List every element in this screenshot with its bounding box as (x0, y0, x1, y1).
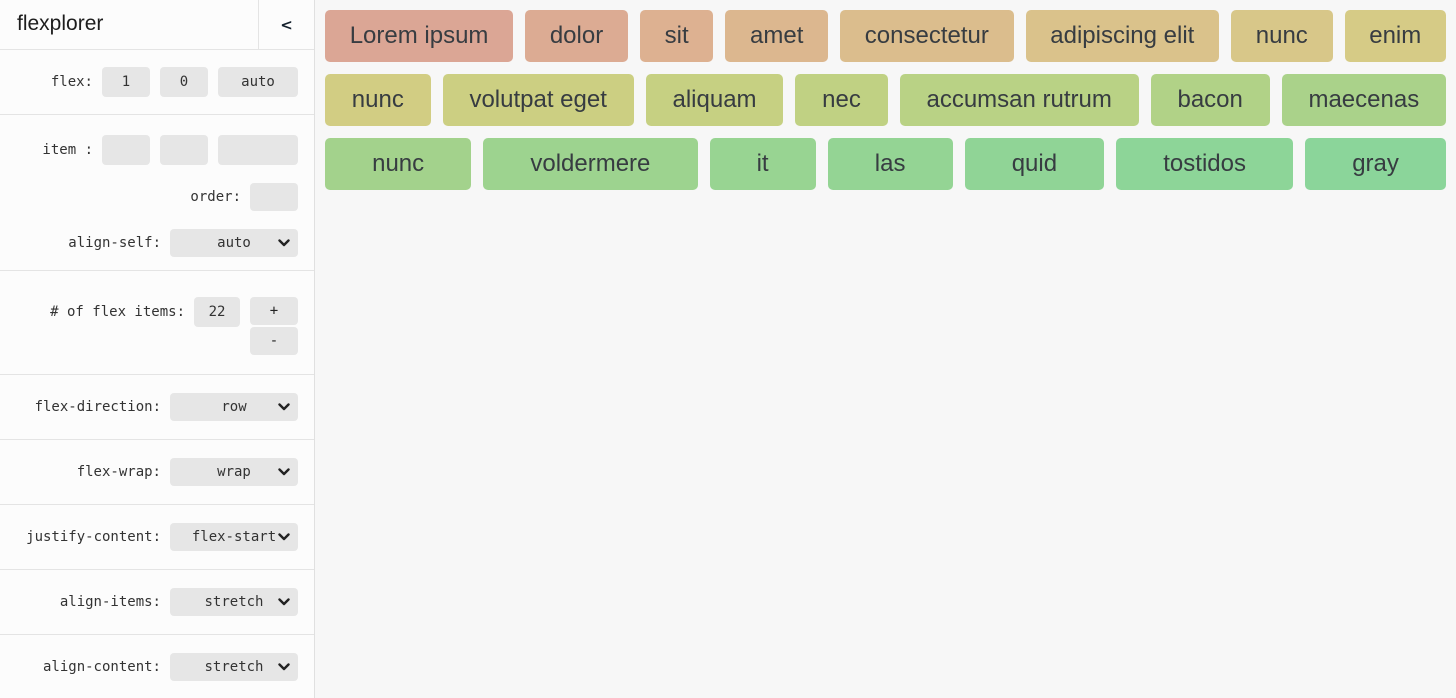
flex-item[interactable]: amet (725, 10, 829, 62)
align-content-value: stretch (204, 659, 264, 675)
flex-item[interactable]: dolor (525, 10, 628, 62)
item-count-label: # of flex items: (50, 304, 185, 320)
flex-item[interactable]: quid (964, 138, 1105, 190)
sidebar-header: flexplorer < (0, 0, 314, 50)
chevron-down-icon (278, 533, 290, 541)
app-title: flexplorer (17, 12, 104, 35)
align-self-label: align-self: (68, 235, 161, 251)
flex-item[interactable]: Lorem ipsum (325, 10, 514, 62)
flex-item[interactable]: tostidos (1116, 138, 1294, 190)
flex-item[interactable]: accumsan rutrum (899, 74, 1139, 126)
flex-item[interactable]: enim (1344, 10, 1446, 62)
align-self-value: auto (217, 235, 251, 251)
flex-item[interactable]: it (709, 138, 816, 190)
align-self-select[interactable]: auto (170, 229, 298, 257)
flex-shorthand-section: flex: (0, 50, 314, 115)
add-item-button[interactable]: + (250, 297, 298, 325)
flex-item[interactable]: aliquam (645, 74, 784, 126)
sidebar: flexplorer < flex: item : order: (0, 0, 315, 698)
flex-wrap-label: flex-wrap: (76, 464, 161, 480)
chevron-down-icon (278, 403, 290, 411)
flex-basis-input[interactable] (218, 67, 298, 97)
flex-item[interactable]: maecenas (1281, 74, 1447, 126)
flex-direction-section: flex-direction: row (0, 375, 314, 440)
flex-shrink-input[interactable] (160, 67, 208, 97)
chevron-down-icon (278, 468, 290, 476)
chevron-down-icon (278, 239, 290, 247)
flex-label: flex: (50, 74, 93, 90)
flex-direction-select[interactable]: row (170, 393, 298, 421)
justify-content-section: justify-content: flex-start (0, 505, 314, 570)
align-items-value: stretch (204, 594, 264, 610)
order-label: order: (190, 189, 241, 205)
item-label: item : (42, 142, 93, 158)
flex-wrap-section: flex-wrap: wrap (0, 440, 314, 505)
flex-item[interactable]: nunc (325, 74, 431, 126)
flex-direction-value: row (221, 399, 247, 415)
item-flex-grow-input[interactable] (102, 135, 150, 165)
flex-wrap-select[interactable]: wrap (170, 458, 298, 486)
collapse-sidebar-button[interactable]: < (258, 0, 314, 49)
align-content-label: align-content: (42, 659, 161, 675)
flex-item[interactable]: consectetur (840, 10, 1014, 62)
justify-content-select[interactable]: flex-start (170, 523, 298, 551)
item-section: item : order: align-self: auto (0, 115, 314, 271)
flex-item[interactable]: gray (1305, 138, 1446, 190)
flex-direction-label: flex-direction: (34, 399, 161, 415)
align-items-label: align-items: (59, 594, 161, 610)
order-input[interactable] (250, 183, 298, 211)
flex-item[interactable]: nunc (1231, 10, 1333, 62)
remove-item-button[interactable]: - (250, 327, 298, 355)
flex-item[interactable]: nunc (325, 138, 472, 190)
align-items-select[interactable]: stretch (170, 588, 298, 616)
align-items-section: align-items: stretch (0, 570, 314, 635)
item-count-section: # of flex items: + - (0, 271, 314, 375)
chevron-down-icon (278, 663, 290, 671)
flex-item[interactable]: las (827, 138, 953, 190)
flex-item[interactable]: sit (639, 10, 714, 62)
flex-item[interactable]: adipiscing elit (1025, 10, 1220, 62)
chevron-down-icon (278, 598, 290, 606)
flex-item[interactable]: voldermere (483, 138, 698, 190)
item-flex-basis-input[interactable] (218, 135, 298, 165)
justify-content-value: flex-start (191, 529, 277, 545)
flex-item[interactable]: nec (795, 74, 888, 126)
align-content-select[interactable]: stretch (170, 653, 298, 681)
flex-grow-input[interactable] (102, 67, 150, 97)
flex-item[interactable]: bacon (1150, 74, 1270, 126)
justify-content-label: justify-content: (26, 529, 161, 545)
align-content-section: align-content: stretch (0, 635, 314, 698)
item-count-stepper: + - (250, 297, 298, 355)
flex-wrap-value: wrap (217, 464, 251, 480)
item-flex-shrink-input[interactable] (160, 135, 208, 165)
item-count-input[interactable] (194, 297, 240, 327)
flex-item[interactable]: volutpat eget (442, 74, 634, 126)
